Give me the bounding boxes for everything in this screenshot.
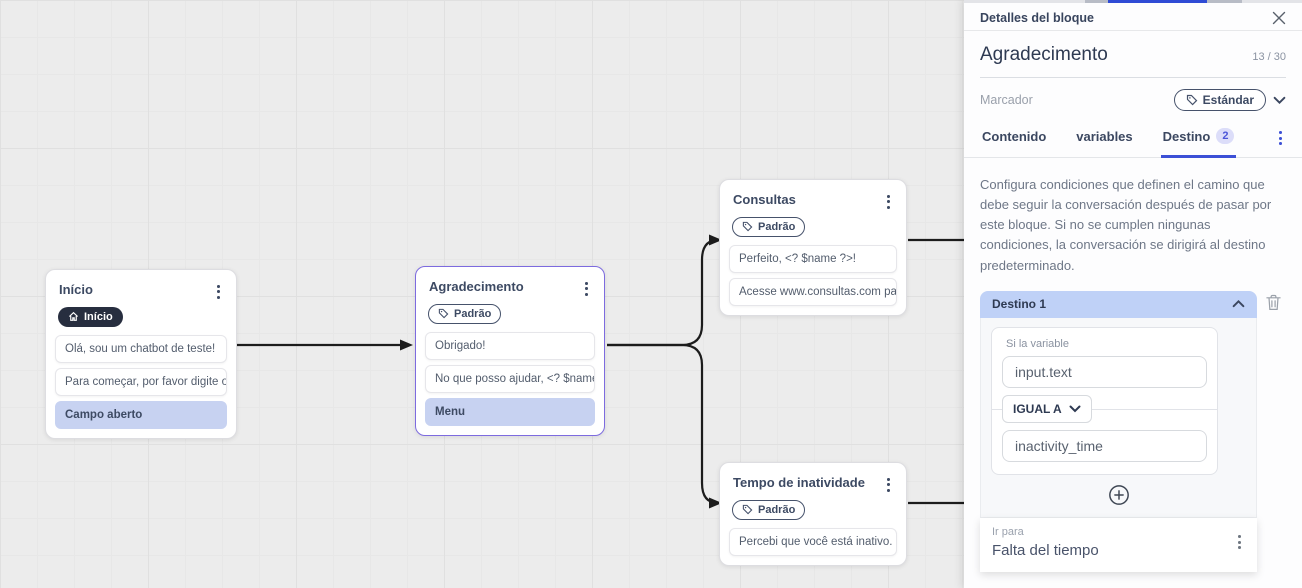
badge-row: Padrão: [729, 216, 897, 238]
destination-card: Destino 1 Si la variable IGUAL A: [980, 290, 1257, 572]
badge-row: Padrão: [729, 499, 897, 521]
node-type-badge: Padrão: [732, 216, 806, 237]
divider: [992, 408, 1217, 410]
marker-selector: Estándar: [1173, 89, 1286, 111]
tab-label: Contenido: [982, 129, 1047, 144]
panel-tabs: Contenido variables Destino 2: [964, 124, 1302, 158]
badge-label: Padrão: [758, 220, 796, 233]
node-title: Tempo de inatividade: [733, 475, 865, 490]
tag-icon: [438, 308, 449, 319]
destination-description: Configura condiciones que definen el cam…: [980, 177, 1272, 273]
badge-label: Padrão: [758, 503, 796, 516]
node-menu-item[interactable]: Menu: [425, 398, 595, 427]
goto-kebab-menu-icon[interactable]: [1234, 532, 1245, 552]
node-header: Agradecimento: [425, 276, 595, 299]
operator-label: IGUAL A: [1013, 401, 1062, 416]
node-header: Consultas: [729, 189, 897, 212]
panel-titlebar: Detalles del bloque: [964, 0, 1302, 31]
operator-dropdown[interactable]: IGUAL A: [1002, 394, 1092, 423]
condition-box: Si la variable IGUAL A: [991, 326, 1218, 475]
node-header: Tempo de inatividade: [729, 472, 897, 495]
node-header: Início: [55, 279, 227, 302]
destination-accordion-header[interactable]: Destino 1: [980, 290, 1257, 318]
chevron-up-icon[interactable]: [1232, 299, 1245, 308]
flow-node-consultas[interactable]: Consultas Padrão Perfeito, <? $name ?>! …: [719, 179, 907, 317]
connector-agradecimento-tempo: [607, 343, 719, 505]
node-title: Início: [59, 282, 93, 297]
operator-row: IGUAL A: [992, 394, 1217, 423]
tab-label: Destino: [1162, 128, 1211, 144]
block-details-panel: Detalles del bloque 13 / 30 Marcador Est…: [964, 0, 1302, 588]
goto-value: Falta del tiempo: [992, 541, 1099, 559]
tag-icon: [742, 221, 753, 232]
tag-icon: [742, 504, 753, 515]
node-message-item[interactable]: No que posso ajudar, <? $name ...: [425, 365, 595, 394]
plus-wrap: [981, 475, 1256, 509]
close-icon[interactable]: [1272, 11, 1286, 25]
block-name-row: 13 / 30: [980, 44, 1286, 78]
tag-icon: [1186, 94, 1197, 106]
node-message-item[interactable]: Olá, sou um chatbot de teste!: [55, 335, 227, 364]
destination-title: Destino 1: [992, 296, 1047, 311]
home-icon: [68, 312, 79, 321]
node-open-field-item[interactable]: Campo aberto: [55, 401, 227, 430]
add-condition-button[interactable]: [1108, 484, 1130, 506]
chevron-down-icon: [1069, 405, 1081, 413]
arrowhead: [400, 339, 413, 351]
tabs-kebab-menu-icon[interactable]: [1275, 128, 1286, 148]
node-message-item[interactable]: Acesse www.consultas.com par...: [729, 278, 897, 307]
compare-value-input[interactable]: [1002, 429, 1207, 462]
tab-contenido[interactable]: Contenido: [980, 125, 1048, 158]
panel-title: Detalles del bloque: [980, 10, 1094, 25]
condition-label: Si la variable: [1006, 337, 1069, 350]
arrowhead: [709, 234, 722, 246]
marker-label: Marcador: [980, 93, 1033, 107]
tab-variables[interactable]: variables: [1074, 125, 1134, 158]
destination-body: Si la variable IGUAL A: [980, 317, 1257, 518]
kebab-menu-icon[interactable]: [883, 475, 894, 495]
panel-top-scrollbar[interactable]: [964, 0, 1302, 3]
node-type-badge: Padrão: [428, 303, 502, 324]
badge-label: Padrão: [454, 307, 492, 320]
tab-destino[interactable]: Destino 2: [1160, 124, 1237, 158]
node-message-item[interactable]: Obrigado!: [425, 332, 595, 361]
flow-node-inicio[interactable]: Início Início Olá, sou um chatbot de tes…: [45, 269, 237, 440]
goto-texts: Ir para Falta del tiempo: [992, 526, 1099, 559]
tab-count-badge: 2: [1216, 128, 1235, 144]
chevron-down-icon[interactable]: [1273, 96, 1286, 105]
node-title: Agradecimento: [429, 279, 524, 294]
goto-label: Ir para: [992, 525, 1024, 538]
marker-pill[interactable]: Estándar: [1173, 89, 1266, 111]
plus-circle-icon: [1108, 484, 1129, 505]
badge-row: Padrão: [425, 303, 595, 325]
node-message-item[interactable]: Perfeito, <? $name ?>!: [729, 245, 897, 274]
node-message-item[interactable]: Para começar, por favor digite o ...: [55, 368, 227, 397]
connector-agradecimento-consultas: [607, 238, 719, 347]
node-type-badge: Início: [58, 306, 123, 327]
node-type-badge: Padrão: [732, 499, 806, 520]
flow-node-agradecimento[interactable]: Agradecimento Padrão Obrigado! No que po…: [415, 266, 605, 437]
destination-goto[interactable]: Ir para Falta del tiempo: [980, 517, 1257, 572]
variable-input[interactable]: [1002, 355, 1207, 388]
panel-body: Configura condiciones que definen el cam…: [964, 158, 1302, 588]
destination-row: Destino 1 Si la variable IGUAL A: [980, 290, 1286, 572]
node-message-item[interactable]: Percebi que você está inativo. C...: [729, 528, 897, 557]
tab-label: variables: [1076, 129, 1133, 144]
delete-destination-icon[interactable]: [1266, 294, 1281, 311]
badge-label: Início: [84, 310, 113, 323]
kebab-menu-icon[interactable]: [581, 279, 592, 299]
kebab-menu-icon[interactable]: [213, 282, 224, 302]
kebab-menu-icon[interactable]: [883, 192, 894, 212]
flow-node-tempo-inatividade[interactable]: Tempo de inatividade Padrão Percebi que …: [719, 462, 907, 567]
scrollbar-thumb[interactable]: [1108, 0, 1207, 3]
marker-row: Marcador Estándar: [980, 89, 1286, 111]
node-title: Consultas: [733, 192, 796, 207]
badge-row: Início: [55, 306, 227, 328]
block-name-input[interactable]: [980, 44, 1190, 66]
arrowhead: [709, 497, 722, 509]
char-count: 13 / 30: [1252, 51, 1286, 63]
marker-pill-label: Estándar: [1202, 93, 1254, 107]
